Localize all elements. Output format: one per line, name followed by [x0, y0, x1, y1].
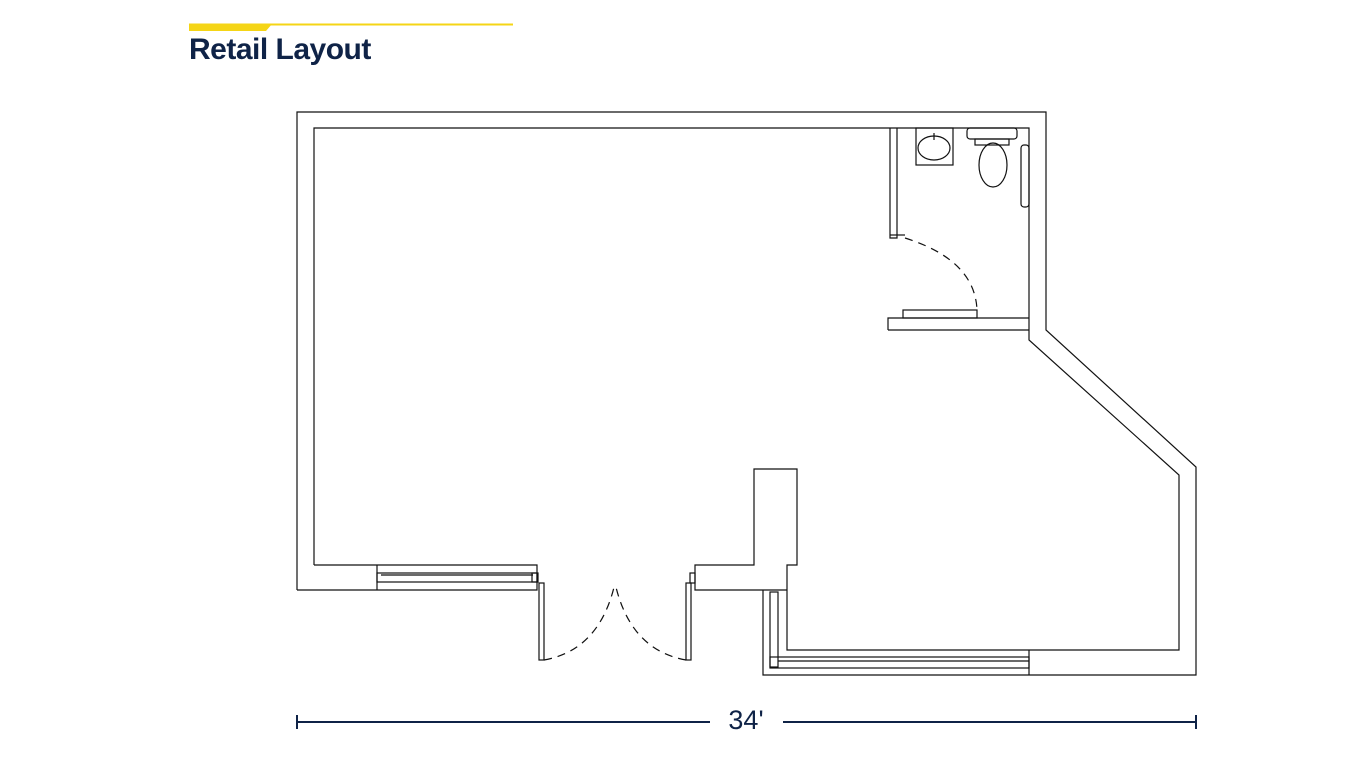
title-accent-bar [189, 23, 513, 31]
grab-bar-icon [1020, 144, 1030, 208]
sink-icon [915, 127, 954, 166]
restroom-door-leaf [902, 309, 978, 319]
restroom [887, 127, 1030, 331]
inner-wall [313, 127, 1180, 651]
width-dimension-label: 34' [728, 705, 764, 735]
entry-double-door[interactable] [538, 572, 696, 661]
dimension-line [296, 715, 1197, 729]
outer-wall [296, 111, 1197, 676]
restroom-door-swing [904, 237, 978, 311]
toilet-icon [966, 127, 1018, 188]
left-front-wall [297, 564, 539, 591]
bottom-right-window [769, 591, 1030, 675]
page-title: Retail Layout [189, 33, 371, 66]
